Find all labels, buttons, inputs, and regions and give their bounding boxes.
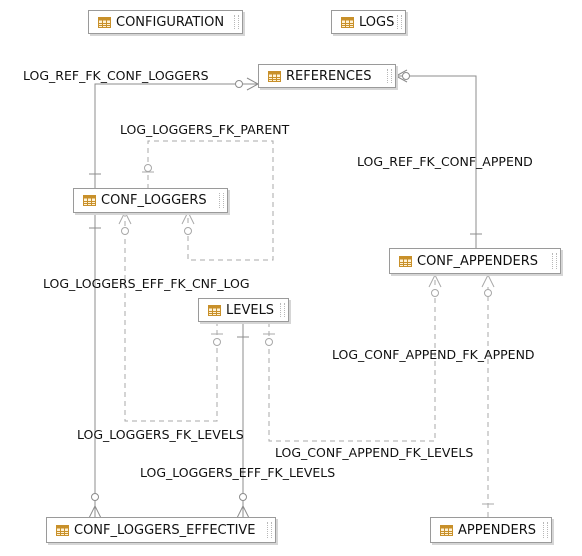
rel-loggers-fk-parent-line bbox=[147, 140, 274, 261]
entity-appenders[interactable]: APPENDERS bbox=[430, 517, 552, 543]
label-log-ref-fk-conf-loggers[interactable]: LOG_REF_FK_CONF_LOGGERS bbox=[23, 68, 209, 83]
label-log-loggers-fk-parent[interactable]: LOG_LOGGERS_FK_PARENT bbox=[120, 122, 290, 137]
table-icon bbox=[83, 195, 96, 206]
entity-label: LEVELS bbox=[226, 302, 275, 318]
table-icon bbox=[341, 16, 354, 28]
rel-loggers-fk-levels-line bbox=[124, 212, 218, 422]
label-log-loggers-fk-levels[interactable]: LOG_LOGGERS_FK_LEVELS bbox=[77, 427, 244, 442]
table-icon bbox=[440, 524, 453, 536]
entity-label: CONFIGURATION bbox=[116, 14, 225, 30]
entity-label: CONF_LOGGERS_EFFECTIVE bbox=[74, 522, 256, 538]
entity-conf-loggers[interactable]: CONF_LOGGERS bbox=[73, 188, 228, 213]
rel-conf-append-fk-levels-line bbox=[268, 275, 436, 442]
rel-loggers-eff-levels-line bbox=[236, 322, 250, 519]
rel-loggers-eff-cnf-log-line bbox=[88, 212, 102, 519]
entity-conf-appenders[interactable]: CONF_APPENDERS bbox=[389, 248, 561, 274]
table-icon bbox=[268, 70, 281, 82]
entity-levels[interactable]: LEVELS bbox=[198, 298, 289, 322]
rel-ref-conf-append-line bbox=[395, 69, 482, 248]
label-log-conf-append-fk-append[interactable]: LOG_CONF_APPEND_FK_APPEND bbox=[332, 347, 535, 362]
table-icon bbox=[208, 304, 221, 316]
table-icon bbox=[399, 255, 412, 267]
entity-label: CONF_LOGGERS bbox=[101, 193, 207, 208]
label-log-ref-fk-conf-append[interactable]: LOG_REF_FK_CONF_APPEND bbox=[357, 154, 533, 169]
entity-conf-loggers-effective[interactable]: CONF_LOGGERS_EFFECTIVE bbox=[46, 517, 276, 543]
label-log-loggers-eff-fk-cnf-log[interactable]: LOG_LOGGERS_EFF_FK_CNF_LOG bbox=[43, 276, 250, 291]
label-log-conf-append-fk-levels[interactable]: LOG_CONF_APPEND_FK_LEVELS bbox=[275, 445, 474, 460]
table-icon bbox=[56, 524, 69, 536]
label-log-loggers-eff-fk-levels[interactable]: LOG_LOGGERS_EFF_FK_LEVELS bbox=[140, 465, 336, 480]
entity-label: CONF_APPENDERS bbox=[417, 253, 539, 269]
entity-references[interactable]: REFERENCES bbox=[258, 64, 396, 88]
entity-logs[interactable]: LOGS bbox=[331, 10, 406, 34]
table-icon bbox=[98, 16, 111, 28]
entity-label: APPENDERS bbox=[458, 522, 537, 538]
rel-conf-append-fk-append-line bbox=[481, 274, 495, 518]
entity-label: LOGS bbox=[359, 14, 395, 30]
entity-configuration[interactable]: CONFIGURATION bbox=[88, 10, 243, 34]
entity-label: REFERENCES bbox=[286, 68, 372, 84]
rel-ref-conf-loggers-line bbox=[89, 77, 259, 189]
